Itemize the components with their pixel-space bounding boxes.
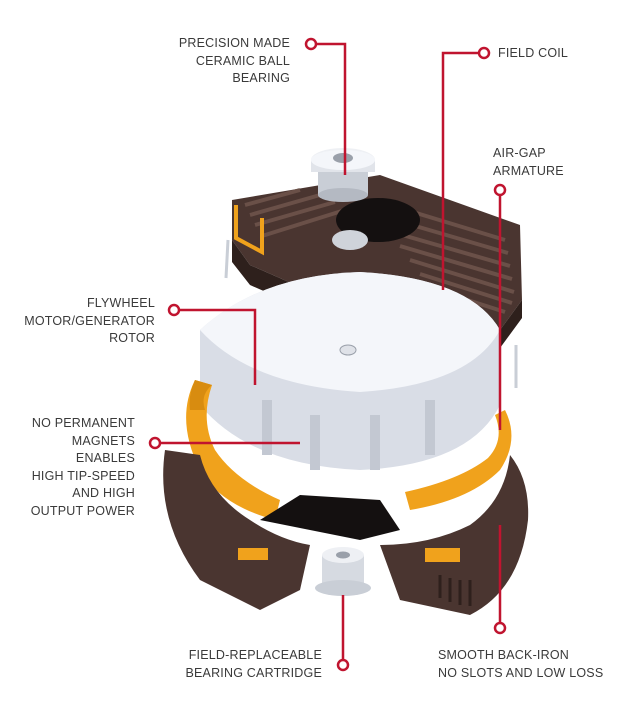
label-line: MOTOR/GENERATOR <box>24 313 155 328</box>
top-bearing <box>311 148 375 202</box>
callout-dot-rotor <box>167 303 181 317</box>
label-line: PRECISION MADE <box>178 36 290 50</box>
callout-dot-field-coil <box>477 46 491 60</box>
label-line: MAGNETS <box>71 433 135 448</box>
label-ceramic-ball-bearing: PRECISION MADE CERAMIC BALL BEARING <box>150 35 290 88</box>
callout-dot-cartridge <box>336 658 350 672</box>
rotor-disc <box>200 272 500 470</box>
label-line: CERAMIC BALL <box>195 53 290 68</box>
callout-dot-armature <box>493 183 507 197</box>
label-line: FIELD COIL <box>498 46 569 60</box>
callout-dot-magnets <box>148 436 162 450</box>
label-air-gap-armature: AIR-GAP ARMATURE <box>493 145 613 180</box>
label-line: BEARING <box>232 71 290 85</box>
label-line: HIGH TIP-SPEED <box>31 468 135 483</box>
label-line: FIELD-REPLACEABLE <box>188 648 322 662</box>
label-flywheel-rotor: FLYWHEEL MOTOR/GENERATOR ROTOR <box>20 295 155 348</box>
label-line: SMOOTH BACK-IRON <box>438 648 569 662</box>
label-field-coil: FIELD COIL <box>498 45 618 63</box>
label-line: AND HIGH <box>72 486 135 500</box>
label-line: ARMATURE <box>493 163 564 178</box>
lower-housing <box>163 450 529 615</box>
callout-markers <box>148 37 507 672</box>
label-smooth-back-iron: SMOOTH BACK-IRON NO SLOTS AND LOW LOSS <box>438 647 628 682</box>
label-line: NO SLOTS AND LOW LOSS <box>438 665 604 680</box>
label-line: BEARING CARTRIDGE <box>185 665 322 680</box>
label-no-permanent-magnets: NO PERMANENT MAGNETS ENABLES HIGH TIP-SP… <box>10 415 135 520</box>
label-line: NO PERMANENT <box>31 416 135 430</box>
callout-dot-bearing <box>304 37 318 51</box>
label-bearing-cartridge: FIELD-REPLACEABLE BEARING CARTRIDGE <box>150 647 322 682</box>
label-line: AIR-GAP <box>493 146 546 160</box>
label-line: OUTPUT POWER <box>30 503 135 518</box>
leader-lines <box>159 42 502 660</box>
callout-dot-back-iron <box>493 621 507 635</box>
label-line: ENABLES <box>75 451 135 465</box>
bottom-bearing <box>315 547 371 596</box>
label-line: FLYWHEEL <box>86 296 155 310</box>
label-line: ROTOR <box>109 331 155 345</box>
